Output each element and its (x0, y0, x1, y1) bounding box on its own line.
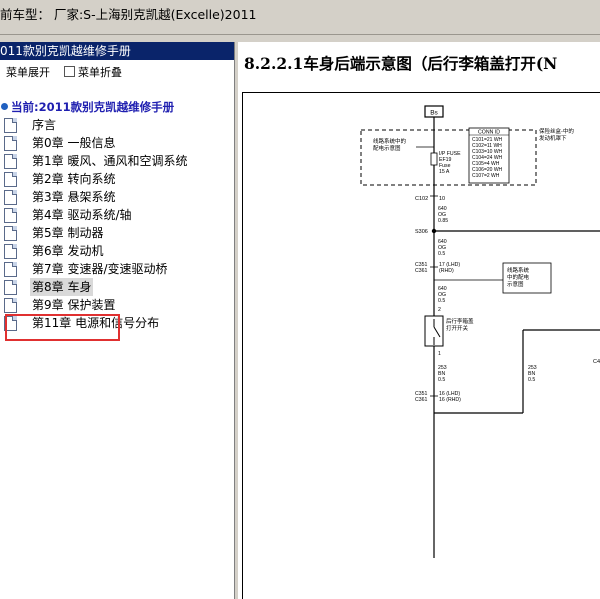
fuse-symbol (430, 152, 438, 166)
wire5-size: 0.5 (528, 377, 535, 383)
wire4-size: 0.5 (438, 377, 445, 383)
conn-row: C102=11 WH (472, 143, 502, 149)
chapter-tree: 序言 第0章 一般信息 第1章 暖风、通风和空调系统 第2章 转向系统 第3章 … (0, 116, 234, 332)
wiring-ref2-1: 线路系统 (507, 266, 530, 274)
wire2-color: OG (438, 245, 446, 251)
wire4-color: BN (438, 371, 445, 377)
fuse-label-2: EF19 (439, 157, 452, 163)
tree-item-ch11[interactable]: 第11章 电源和信号分布 (0, 314, 234, 332)
tree-item-ch2[interactable]: 第2章 转向系统 (0, 170, 234, 188)
fuse-label-3: Fuse (439, 163, 451, 169)
wiring-ref-2: 配电示意图 (373, 144, 401, 152)
pin1-label: 1 (438, 351, 441, 357)
collapse-menu-button[interactable]: 菜单折叠 (64, 64, 122, 80)
sidebar: 011款别克凯越维修手册 菜单展开 菜单折叠 当前:2011款别克凯越维修手册 … (0, 42, 235, 599)
top-box-label: Bs (430, 110, 438, 117)
wire3-size: 0.5 (438, 298, 445, 304)
document-icon (4, 298, 17, 313)
window-title: 前车型： 厂家:S-上海别克凯越(Excelle)2011 (0, 7, 257, 22)
expand-menu-button[interactable]: 菜单展开 (6, 64, 50, 80)
c351-label: C351 (415, 262, 428, 268)
main-content: 8.2.2.1车身后端示意图（后行李箱盖打开(N Bs 保险丝盒-中的 发动机罩… (238, 42, 600, 599)
tree-item-ch1[interactable]: 第1章 暖风、通风和空调系统 (0, 152, 234, 170)
pin16-lhd: 16 (LHD) (439, 391, 460, 397)
pin17-lhd: 17 (LHD) (439, 262, 460, 268)
wire3-color: OG (438, 292, 446, 298)
tree-item-preface[interactable]: 序言 (0, 116, 234, 134)
tree-item-ch6[interactable]: 第6章 发动机 (0, 242, 234, 260)
wire1-size: 0.85 (438, 218, 448, 224)
conn-row: C104=24 WH (472, 155, 503, 161)
c361b-label: C361 (415, 397, 428, 403)
document-icon (4, 262, 17, 277)
fuse-block (360, 129, 537, 186)
fuse-note-1: 保险丝盒-中的 (539, 127, 574, 135)
conn-row: C101=21 WH (472, 137, 503, 143)
wire4-id: 253 (438, 365, 447, 371)
fuse-label-1: I/P FUSE (439, 151, 461, 157)
tree-item-ch4[interactable]: 第4章 驱动系统/轴 (0, 206, 234, 224)
pin10-label: 10 (439, 196, 445, 202)
wire2-size: 0.5 (438, 251, 445, 257)
pin16-rhd: 16 (RHD) (439, 397, 461, 403)
document-icon (4, 172, 17, 187)
sidebar-toolbar: 菜单展开 菜单折叠 (0, 60, 234, 82)
wiring-diagram: Bs 保险丝盒-中的 发动机罩下 线路系统中的 配电示意图 I/P FUSE E… (242, 92, 600, 599)
document-icon (4, 118, 17, 133)
wiring-ref2-2: 中的配电 (507, 273, 530, 281)
document-icon (4, 154, 17, 169)
conn-table-head: CONN ID (478, 130, 500, 136)
collapse-menu-label: 菜单折叠 (78, 66, 122, 79)
document-icon (4, 244, 17, 259)
wire5-id: 253 (528, 365, 537, 371)
tree-item-ch0[interactable]: 第0章 一般信息 (0, 134, 234, 152)
expand-menu-label: 菜单展开 (6, 66, 50, 79)
wire1-id: 640 (438, 206, 447, 212)
conn-row: C105=4 WH (472, 161, 500, 167)
document-icon (4, 226, 17, 241)
document-icon (4, 136, 17, 151)
wiring-ref-1: 线路系统中的 (373, 137, 407, 145)
c4-label: C4 (593, 359, 600, 365)
conn-row: C106=20 WH (472, 167, 503, 173)
wire3-id: 640 (438, 286, 447, 292)
wire1-color: OG (438, 212, 446, 218)
document-icon (4, 208, 17, 223)
wire5-color: BN (528, 371, 535, 377)
document-icon (4, 190, 17, 205)
sidebar-header: 011款别克凯越维修手册 (0, 42, 234, 60)
conn-row: C107=2 WH (472, 173, 500, 179)
current-dot-icon (1, 103, 8, 110)
tree-item-ch5[interactable]: 第5章 制动器 (0, 224, 234, 242)
wiring-diagram-svg: Bs 保险丝盒-中的 发动机罩下 线路系统中的 配电示意图 I/P FUSE E… (360, 105, 600, 558)
collapse-icon (64, 66, 75, 77)
conn-row: C103=10 WH (472, 149, 503, 155)
wiring-ref-box (502, 262, 552, 294)
fuse-note-2: 发动机罩下 (539, 134, 567, 142)
current-manual-label: 当前:2011款别克凯越维修手册 (11, 100, 175, 114)
pin2-label: 2 (438, 307, 441, 313)
fuse-label-4: 15 A (439, 169, 450, 175)
document-icon (4, 316, 17, 331)
switch-label-1: 后行李箱盖 (446, 317, 474, 325)
tree-item-ch9[interactable]: 第9章 保护装置 (0, 296, 234, 314)
s306-label: S306 (415, 229, 428, 235)
page-title: 8.2.2.1车身后端示意图（后行李箱盖打开(N (244, 54, 558, 73)
tree-item-ch8[interactable]: 第8章 车身 (0, 278, 234, 296)
pin17-rhd: (RHD) (439, 268, 454, 274)
c351b-label: C351 (415, 391, 428, 397)
title-bar: 前车型： 厂家:S-上海别克凯越(Excelle)2011 (0, 0, 600, 35)
c361-label: C361 (415, 268, 428, 274)
wiring-ref2-3: 示意图 (507, 280, 524, 288)
tree-item-ch3[interactable]: 第3章 悬架系统 (0, 188, 234, 206)
tree-item-ch7[interactable]: 第7章 变速器/变速驱动桥 (0, 260, 234, 278)
switch-label-2: 打开开关 (446, 324, 469, 332)
current-manual[interactable]: 当前:2011款别克凯越维修手册 (0, 99, 174, 115)
conn-id-table (468, 127, 510, 184)
document-icon (4, 280, 17, 295)
trunk-switch (424, 315, 444, 347)
wire2-id: 640 (438, 239, 447, 245)
c102-label: C102 (415, 196, 428, 202)
